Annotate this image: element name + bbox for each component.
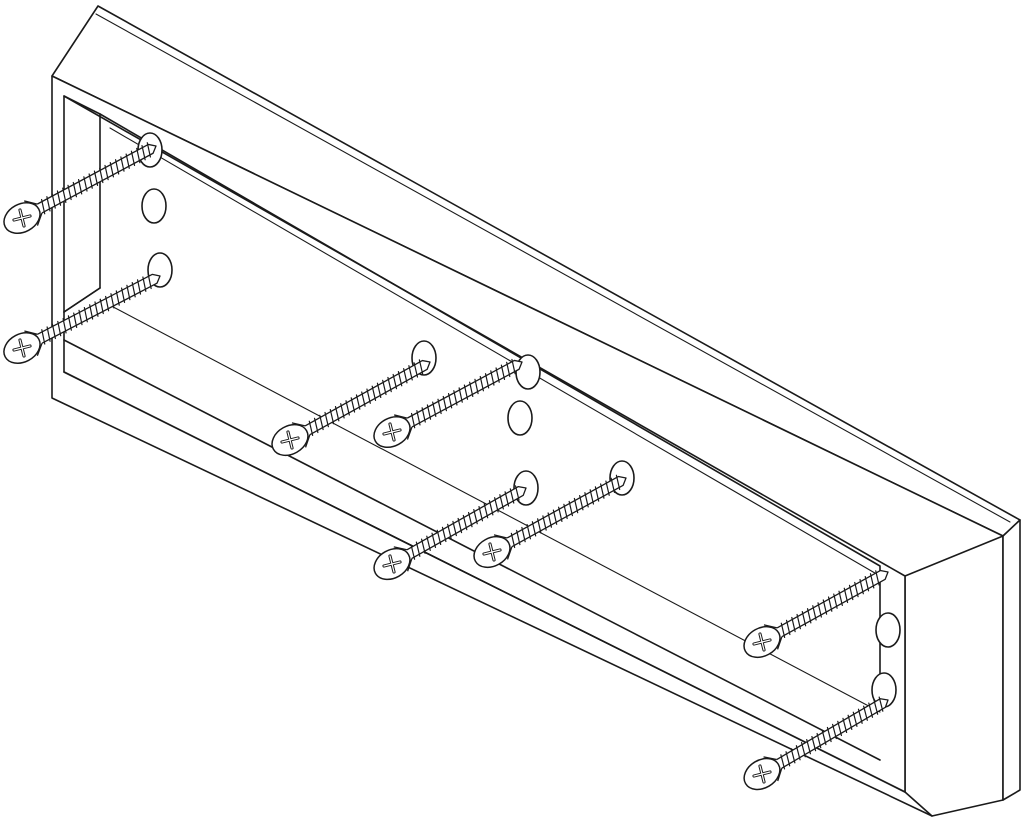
screw-threads [780,570,880,639]
screw-threads [410,358,516,429]
screw-threads [780,696,884,770]
screw [373,485,527,581]
bracket-cavity-back-line [109,127,881,577]
screws-group [3,142,889,791]
screw [473,474,627,569]
screw [3,142,157,235]
screw [271,359,431,457]
phillips-cross-inner [383,423,401,441]
phillips-cross-inner [753,765,771,783]
screw-threads [510,474,621,549]
phillips-cross-inner [753,633,771,651]
mounting-hole [875,612,901,648]
phillips-cross-inner [383,555,401,573]
mounting-hole [515,354,541,390]
bracket-bottom-edge [63,371,906,793]
screw-shaft [506,475,627,548]
screw-threads [40,142,151,215]
screw-threads [308,359,424,437]
screw-threads [410,485,520,560]
phillips-cross-inner [13,209,31,227]
screw [373,358,523,449]
screw [743,569,889,659]
screw-threads [41,273,152,345]
phillips-cross-inner [483,543,501,561]
screw [743,696,889,791]
screw [3,273,161,364]
bracket-right-end-face [1002,519,1021,801]
mounting-hole [141,188,167,224]
phillips-cross-inner [13,339,31,357]
phillips-cross-inner [281,431,299,449]
bracket-cavity-back [99,113,881,697]
bracket-cavity-floor [63,287,881,761]
bracket-top-edge-line [95,13,1011,523]
mounting-hole [507,400,533,436]
